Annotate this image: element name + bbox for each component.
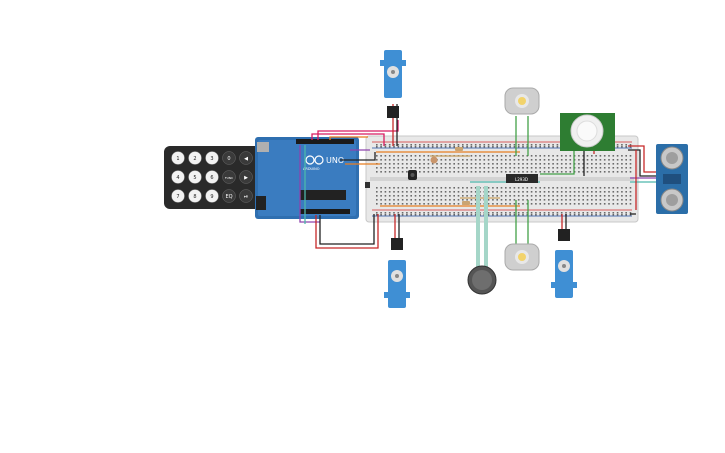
remote-key-label: FUNC xyxy=(225,176,233,180)
arduino-board[interactable]: UNO ARDUINO xyxy=(255,137,359,219)
servo-motor[interactable] xyxy=(551,229,577,298)
dc-motor[interactable] xyxy=(504,87,540,115)
arduino-label: UNO xyxy=(326,156,344,165)
remote-key-label: 0 xyxy=(227,156,230,162)
capacitor[interactable] xyxy=(365,182,370,188)
remote-key[interactable]: ▶ xyxy=(239,170,253,184)
remote-key[interactable]: 7 xyxy=(171,189,185,203)
pir-sensor[interactable] xyxy=(560,113,615,151)
l293d-chip[interactable]: L293D xyxy=(506,174,538,183)
wires xyxy=(299,104,656,270)
chip-label: L293D xyxy=(515,177,528,182)
analog-header xyxy=(300,209,350,214)
digital-header xyxy=(296,139,354,144)
arduino-logo xyxy=(305,155,315,165)
arduino-brand: ARDUINO xyxy=(303,167,320,171)
remote-key[interactable]: FUNC xyxy=(222,170,236,184)
remote-key-label: 5 xyxy=(193,175,196,181)
remote-key-label: ⏯ xyxy=(244,194,248,200)
remote-key-label: 9 xyxy=(210,194,213,200)
remote-key[interactable]: 1 xyxy=(171,151,185,165)
resistor[interactable] xyxy=(455,147,463,151)
servo-motor[interactable] xyxy=(384,238,410,308)
servo-motor[interactable] xyxy=(380,50,406,118)
remote-key-label: 2 xyxy=(193,156,196,162)
remote-key[interactable]: 5 xyxy=(188,170,202,184)
remote-key[interactable]: 6 xyxy=(205,170,219,184)
remote-key-label: 1 xyxy=(176,156,179,162)
atmega-chip xyxy=(300,190,346,200)
resistor[interactable] xyxy=(462,201,470,205)
remote-key[interactable]: 8 xyxy=(188,189,202,203)
remote-key-label: 3 xyxy=(210,156,213,162)
remote-key-label: 4 xyxy=(176,175,179,181)
remote-key-label: 7 xyxy=(176,194,179,200)
remote-key-label: 6 xyxy=(210,175,213,181)
ir-receiver[interactable] xyxy=(408,170,417,180)
photoresistor[interactable] xyxy=(430,156,438,164)
remote-key[interactable]: ⏯ xyxy=(239,189,253,203)
dc-motor[interactable] xyxy=(504,243,540,271)
remote-key[interactable]: 2 xyxy=(188,151,202,165)
remote-key[interactable]: 9 xyxy=(205,189,219,203)
remote-key-label: 8 xyxy=(193,194,196,200)
remote-key-label: ◀ xyxy=(244,156,248,162)
force-sensor[interactable] xyxy=(467,265,497,295)
remote-key[interactable]: 3 xyxy=(205,151,219,165)
remote-key[interactable]: EQ xyxy=(222,189,236,203)
remote-key[interactable]: 0 xyxy=(222,151,236,165)
remote-key-label: EQ xyxy=(225,194,232,200)
remote-key[interactable]: ◀ xyxy=(239,151,253,165)
ultrasonic-sensor[interactable] xyxy=(656,144,688,214)
remote-key-label: ▶ xyxy=(244,175,248,181)
remote-key[interactable]: 4 xyxy=(171,170,185,184)
